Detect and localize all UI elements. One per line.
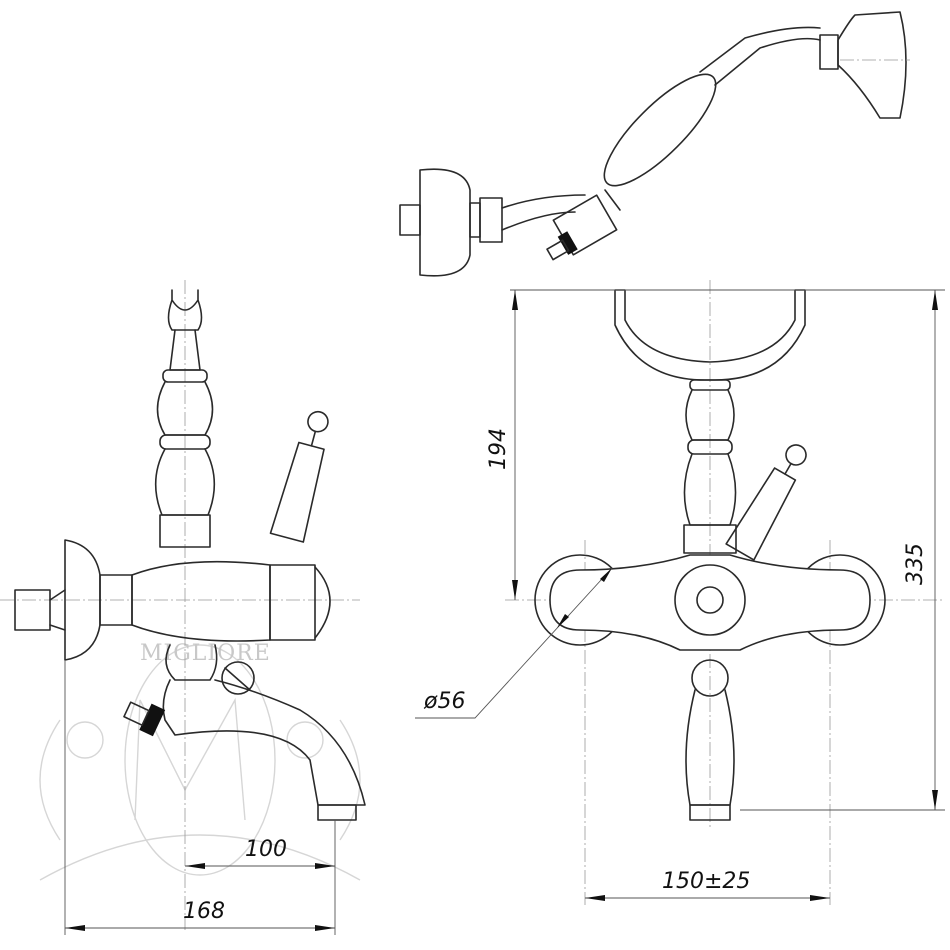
hand-shower-view (399, 11, 910, 277)
dim-height-to-axis: 194 (486, 428, 511, 470)
dim-total-depth: 168 (183, 899, 225, 924)
watermark-text: MIGLIORE (140, 641, 271, 666)
dim-spout-reach: 100 (245, 837, 287, 862)
side-view: 100 168 (0, 280, 366, 935)
front-view: 194 335 ø56 150±25 (415, 280, 945, 905)
watermark-logo: MIGLIORE (39, 641, 361, 881)
dim-center-distance: 150±25 (662, 869, 750, 894)
dim-total-height: 335 (903, 543, 928, 585)
dim-flange-diameter: ø56 (423, 689, 465, 714)
